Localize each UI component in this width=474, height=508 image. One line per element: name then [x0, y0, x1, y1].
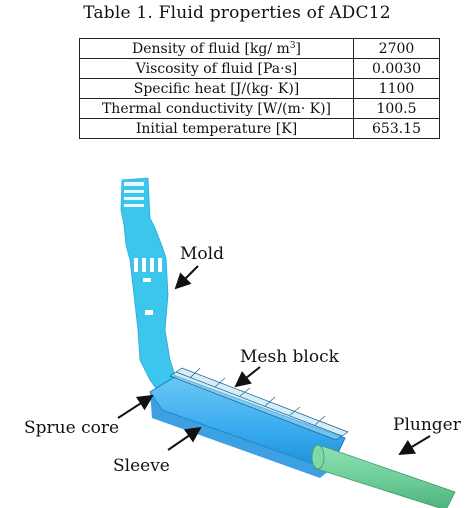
property-cell: Thermal conductivity [W/(m· K)] [79, 98, 354, 119]
sprue-core-label: Sprue core [24, 418, 120, 438]
sleeve-label: Sleeve [113, 456, 170, 476]
value-cell: 653.15 [353, 118, 440, 139]
mesh-block-shape [169, 367, 349, 441]
property-cell: Specific heat [J/(kg· K)] [79, 78, 354, 99]
sprue-core-arrow [117, 394, 154, 419]
property-cell: Density of fluid [kg/ m3] [79, 38, 354, 59]
sleeve-arrow [167, 426, 202, 451]
value-cell: 1100 [353, 78, 440, 99]
property-cell: Viscosity of fluid [Pa·s] [79, 58, 354, 79]
value-cell: 0.0030 [353, 58, 440, 79]
value-cell: 100.5 [353, 98, 440, 119]
table-row: Thermal conductivity [W/(m· K)] 100.5 [79, 98, 440, 119]
value-cell: 2700 [353, 38, 440, 59]
mesh-block-label: Mesh block [240, 347, 339, 367]
table-row: Initial temperature [K] 653.15 [79, 118, 440, 139]
table-row: Density of fluid [kg/ m3] 2700 [79, 38, 440, 59]
mold-label: Mold [180, 244, 224, 264]
mesh-block-arrow [234, 366, 261, 388]
mold-shape [120, 177, 177, 395]
table-caption: Table 1. Fluid properties of ADC12 [83, 3, 391, 23]
property-cell: Initial temperature [K] [79, 118, 354, 139]
superscript: 3 [289, 40, 296, 51]
plunger-shape [311, 444, 456, 508]
casting-model-figure [117, 177, 456, 508]
table-row: Specific heat [J/(kg· K)] 1100 [79, 78, 440, 99]
mold-arrow [174, 265, 199, 290]
plunger-label: Plunger [393, 415, 461, 435]
table-row: Viscosity of fluid [Pa·s] 0.0030 [79, 58, 440, 79]
plunger-arrow [398, 435, 431, 456]
fluid-properties-table: Density of fluid [kg/ m3] 2700 Viscosity… [79, 38, 440, 139]
